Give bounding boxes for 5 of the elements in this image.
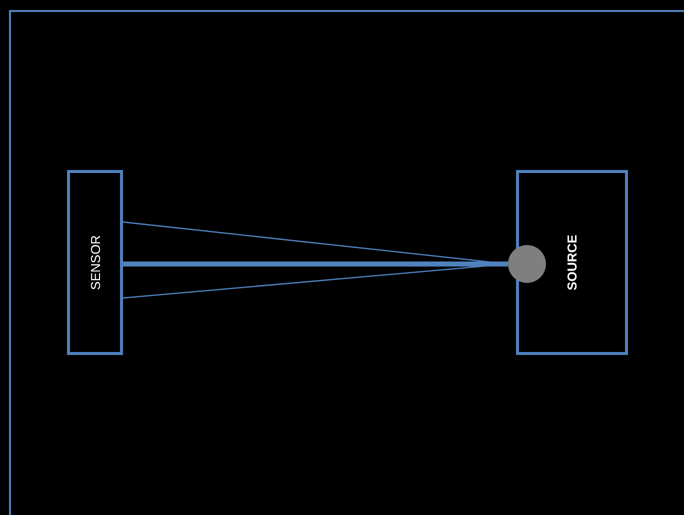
box-label: SOURCE — [564, 234, 580, 290]
component-box — [67, 170, 123, 355]
component-box — [516, 170, 628, 355]
box-label: SENSOR — [88, 235, 102, 290]
connector-line — [123, 262, 508, 266]
